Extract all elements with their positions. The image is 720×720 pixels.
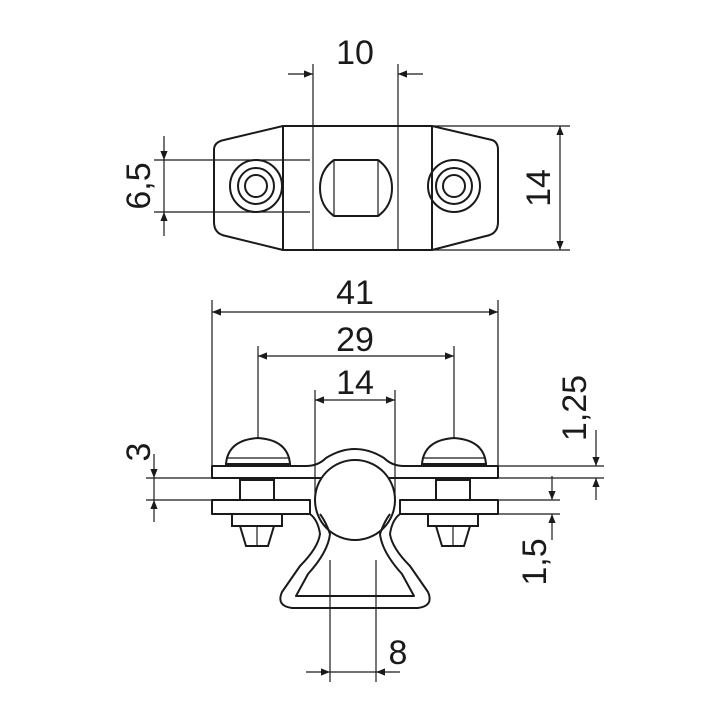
overall-label: 41 <box>336 274 374 312</box>
top-view-outline <box>213 125 499 251</box>
left-screw <box>224 436 292 547</box>
dimension-pipe-14: 14 <box>314 364 396 500</box>
dimension-thickness-1-5: 1,5 <box>498 476 560 586</box>
hole-spacing-label: 29 <box>336 321 374 359</box>
width-label: 10 <box>336 34 374 72</box>
pipe-label: 14 <box>336 364 374 402</box>
dimension-width-8: 8 <box>306 560 407 682</box>
dimension-hole-6-5: 6,5 <box>120 136 310 236</box>
top-view: 10 6,5 14 <box>120 34 570 251</box>
hole-label: 6,5 <box>120 162 158 209</box>
dimension-thickness-3: 3 <box>120 443 212 522</box>
top-thickness-label: 1,25 <box>556 375 594 441</box>
base-width-label: 8 <box>389 634 408 672</box>
center-slot <box>319 159 393 217</box>
left-screw-hole <box>229 159 283 213</box>
right-screw <box>420 436 488 547</box>
dimension-height-14: 14 <box>432 125 570 251</box>
top-strap <box>211 448 499 479</box>
right-screw-hole <box>427 159 481 213</box>
dimension-thickness-1-25: 1,25 <box>498 375 604 500</box>
dimension-width-10: 10 <box>288 34 423 126</box>
front-view: 41 29 14 3 <box>120 274 604 682</box>
bent-strap <box>279 513 431 609</box>
dimension-overall-41: 41 <box>211 274 499 466</box>
height-label: 14 <box>520 169 558 207</box>
base-plate <box>211 499 311 515</box>
dimension-hole-spacing-29: 29 <box>257 321 455 438</box>
left-thickness-label: 3 <box>120 443 158 462</box>
strap-thickness-label: 1,5 <box>516 538 554 585</box>
